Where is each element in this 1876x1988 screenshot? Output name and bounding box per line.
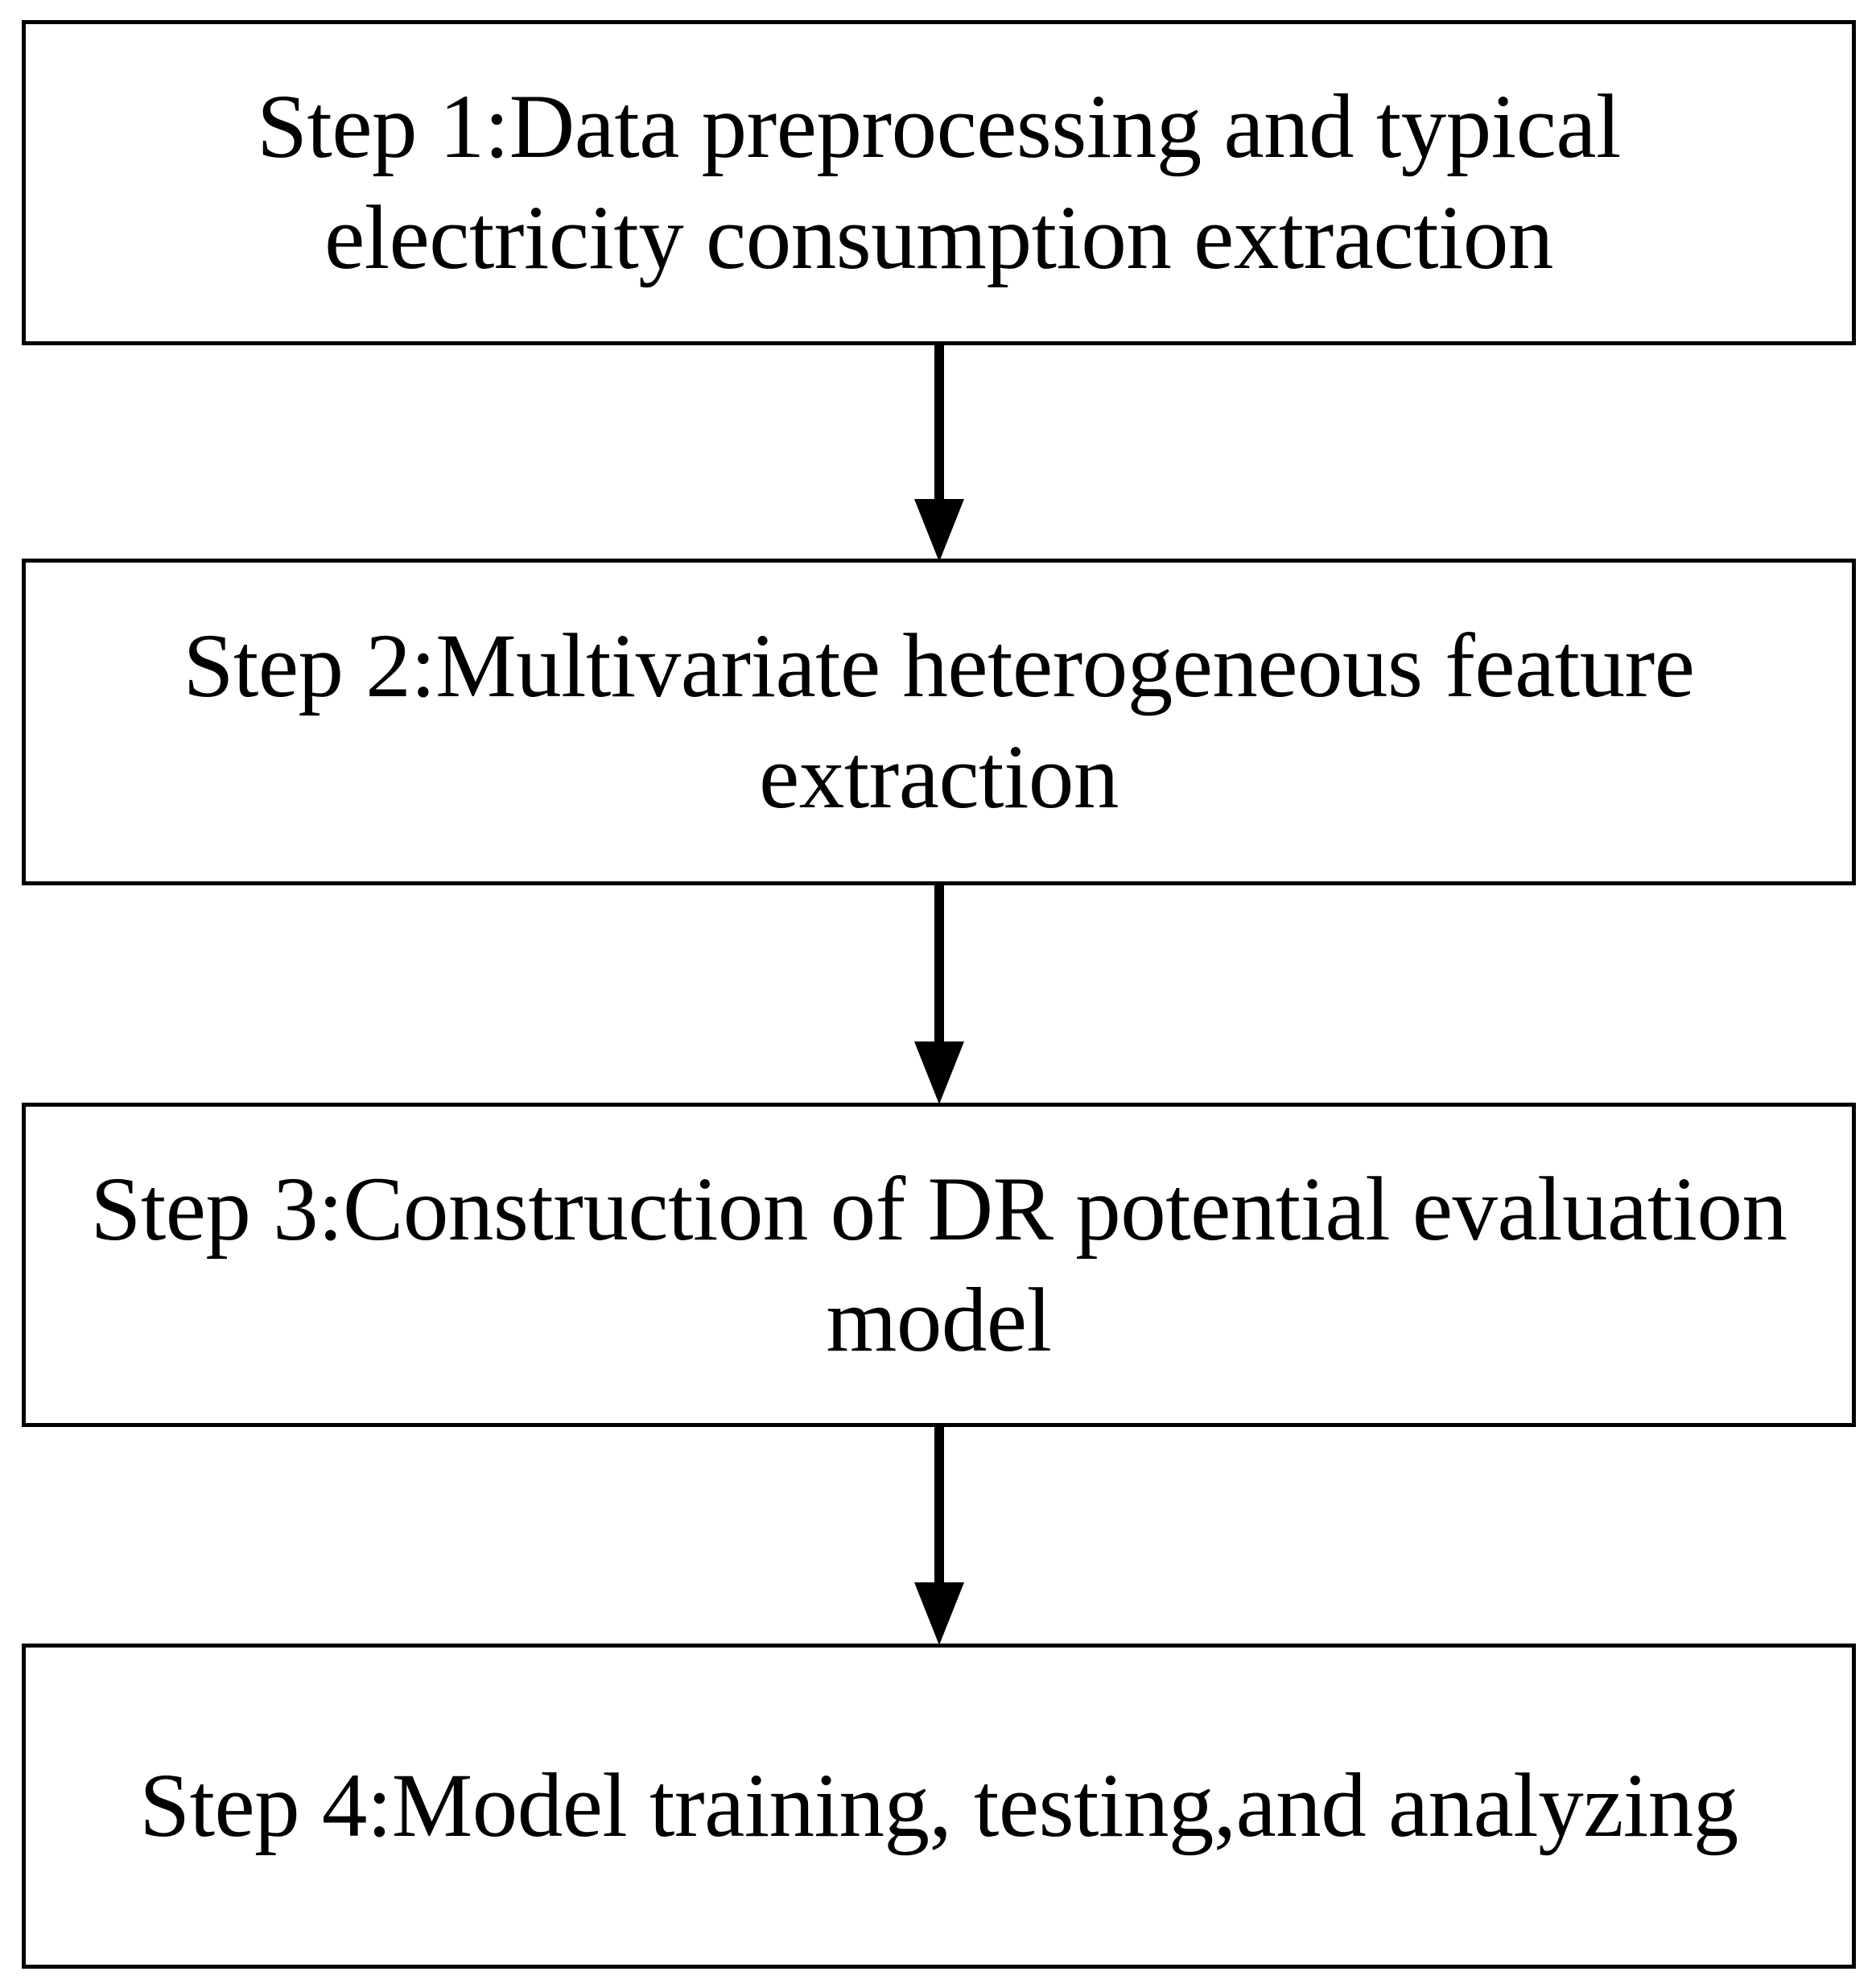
arrow-head-icon xyxy=(914,1041,964,1104)
arrow-shaft-icon xyxy=(934,344,944,502)
step-box-1: Step 1:Data preprocessing and typical el… xyxy=(22,20,1856,345)
arrow-step2-to-step3 xyxy=(914,884,964,1106)
arrow-step1-to-step2 xyxy=(914,344,964,562)
arrow-head-icon xyxy=(914,499,964,562)
step-box-2: Step 2:Multivariate heterogeneous featur… xyxy=(22,559,1856,885)
arrow-step3-to-step4 xyxy=(914,1425,964,1647)
arrow-head-icon xyxy=(914,1582,964,1645)
arrow-shaft-icon xyxy=(934,884,944,1045)
step-4-label: Step 4:Model training, testing,and analy… xyxy=(139,1755,1738,1856)
step-1-label: Step 1:Data preprocessing and typical el… xyxy=(257,76,1621,288)
step-2-label: Step 2:Multivariate heterogeneous featur… xyxy=(183,616,1695,827)
step-3-label: Step 3:Construction of DR potential eval… xyxy=(90,1158,1788,1371)
step-box-3: Step 3:Construction of DR potential eval… xyxy=(22,1103,1856,1427)
step-box-4: Step 4:Model training, testing,and analy… xyxy=(22,1644,1856,1969)
arrow-shaft-icon xyxy=(934,1425,944,1586)
